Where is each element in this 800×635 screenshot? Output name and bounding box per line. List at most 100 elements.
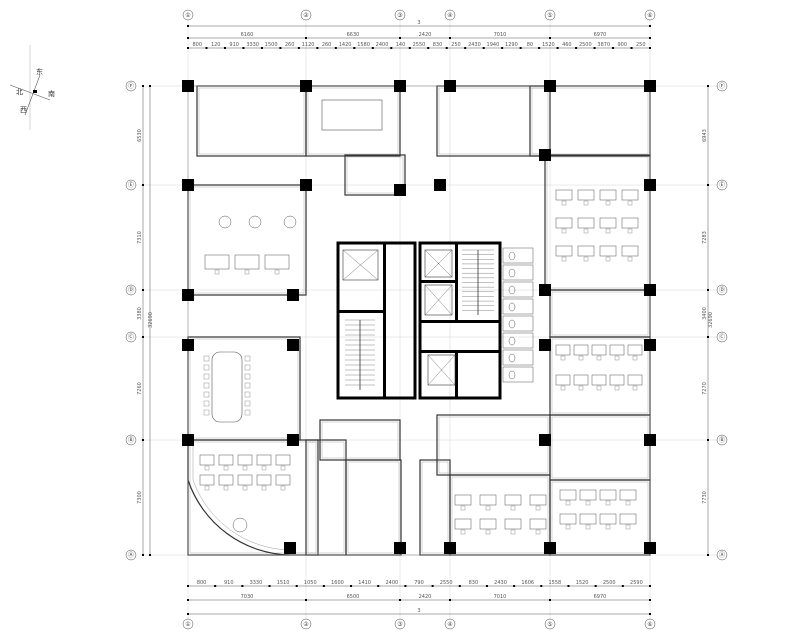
dimension-tick bbox=[707, 336, 709, 338]
chair bbox=[535, 529, 541, 535]
column bbox=[300, 179, 312, 191]
dimension-label: 32690 bbox=[708, 312, 714, 328]
desk bbox=[577, 189, 595, 201]
chair bbox=[280, 485, 286, 491]
desk bbox=[627, 344, 643, 356]
desk bbox=[609, 344, 625, 356]
dimension-tick bbox=[334, 47, 337, 49]
dimension-label: 900 bbox=[618, 42, 628, 48]
dimension-tick bbox=[482, 47, 485, 49]
dimension-label: 6970 bbox=[594, 32, 607, 38]
room-wall-inner bbox=[189, 186, 305, 294]
room-wall bbox=[187, 184, 307, 296]
toilet-icon bbox=[508, 353, 516, 363]
chair bbox=[596, 385, 602, 391]
compass-west: 西 bbox=[20, 106, 27, 114]
dimension-label: 3330 bbox=[246, 42, 259, 48]
chair bbox=[203, 364, 210, 371]
dimension-label: 6630 bbox=[347, 32, 360, 38]
column bbox=[644, 542, 656, 554]
dimension-tick bbox=[630, 47, 633, 49]
column bbox=[182, 289, 194, 301]
chair bbox=[535, 505, 541, 511]
elevator-shaft bbox=[342, 249, 379, 281]
chair bbox=[585, 500, 591, 506]
room-wall bbox=[345, 459, 402, 556]
desk bbox=[577, 245, 595, 257]
chair bbox=[578, 355, 584, 361]
chair bbox=[460, 529, 466, 535]
desk bbox=[619, 513, 637, 525]
column bbox=[644, 179, 656, 191]
chair bbox=[485, 529, 491, 535]
axis-bubble bbox=[544, 618, 556, 630]
meeting-table bbox=[321, 99, 383, 131]
elevator-cross-icon bbox=[424, 284, 453, 316]
axis-label: Ⓕ bbox=[128, 82, 134, 90]
dimension-tick bbox=[305, 37, 307, 39]
dimension-tick bbox=[142, 289, 144, 291]
room-wall-inner bbox=[307, 441, 345, 554]
axis-label: ④ bbox=[447, 12, 452, 19]
dimension-label: 6160 bbox=[241, 32, 254, 38]
axis-bubble bbox=[125, 331, 137, 343]
dimension-tick bbox=[205, 47, 208, 49]
dimension-label: 3380 bbox=[137, 307, 143, 320]
axis-label: ④ bbox=[447, 621, 452, 628]
dimension-label: 2550 bbox=[440, 580, 453, 586]
room-wall bbox=[449, 474, 551, 556]
desk bbox=[559, 513, 577, 525]
desk bbox=[621, 217, 639, 229]
round-table bbox=[283, 215, 297, 229]
chair bbox=[605, 524, 611, 530]
dimension-label: 6970 bbox=[594, 594, 607, 600]
dimension-tick bbox=[187, 599, 189, 601]
dimension-tick bbox=[187, 25, 189, 27]
dimension-tick bbox=[223, 47, 226, 49]
axis-bubble bbox=[125, 80, 137, 92]
chair bbox=[244, 382, 251, 389]
room-walls bbox=[187, 85, 651, 556]
dimension-tick bbox=[295, 585, 298, 587]
elevator-cross-icon bbox=[342, 249, 379, 281]
column bbox=[287, 339, 299, 351]
room-wall bbox=[319, 419, 401, 461]
desk bbox=[599, 489, 617, 501]
desk bbox=[579, 513, 597, 525]
dimension-tick bbox=[649, 47, 651, 49]
dimension-tick bbox=[649, 613, 651, 615]
dimension-label: 7010 bbox=[494, 32, 507, 38]
axis-bubble bbox=[716, 179, 728, 191]
toilet-icon bbox=[508, 336, 516, 346]
axis-label: Ⓒ bbox=[719, 333, 725, 341]
chair bbox=[203, 373, 210, 380]
dimension-label: 250 bbox=[636, 42, 646, 48]
room-wall-inner bbox=[438, 416, 549, 474]
desk bbox=[454, 518, 472, 530]
dimension-tick bbox=[594, 585, 597, 587]
desk bbox=[555, 245, 573, 257]
dimension-label: 1558 bbox=[549, 580, 562, 586]
axis-bubble bbox=[300, 9, 312, 21]
dimension-label: 7730 bbox=[702, 491, 708, 504]
column bbox=[444, 80, 456, 92]
axis-bubble bbox=[644, 618, 656, 630]
column bbox=[182, 339, 194, 351]
dimension-tick bbox=[187, 585, 189, 587]
toilet-icon bbox=[508, 251, 516, 261]
dimension-label: 2400 bbox=[385, 580, 398, 586]
dimension-label: 7310 bbox=[137, 231, 143, 244]
conference-table bbox=[211, 351, 243, 423]
dimension-label: 2500 bbox=[579, 42, 592, 48]
dimension-label: 3 bbox=[417, 608, 420, 614]
column bbox=[644, 80, 656, 92]
room-wall bbox=[196, 85, 307, 157]
dimension-tick bbox=[513, 585, 516, 587]
room-wall-inner bbox=[438, 87, 549, 155]
axis-bubble bbox=[300, 618, 312, 630]
dimension-label: 3400 bbox=[702, 307, 708, 320]
dimension-tick bbox=[427, 47, 430, 49]
toilet-stall bbox=[502, 315, 534, 332]
